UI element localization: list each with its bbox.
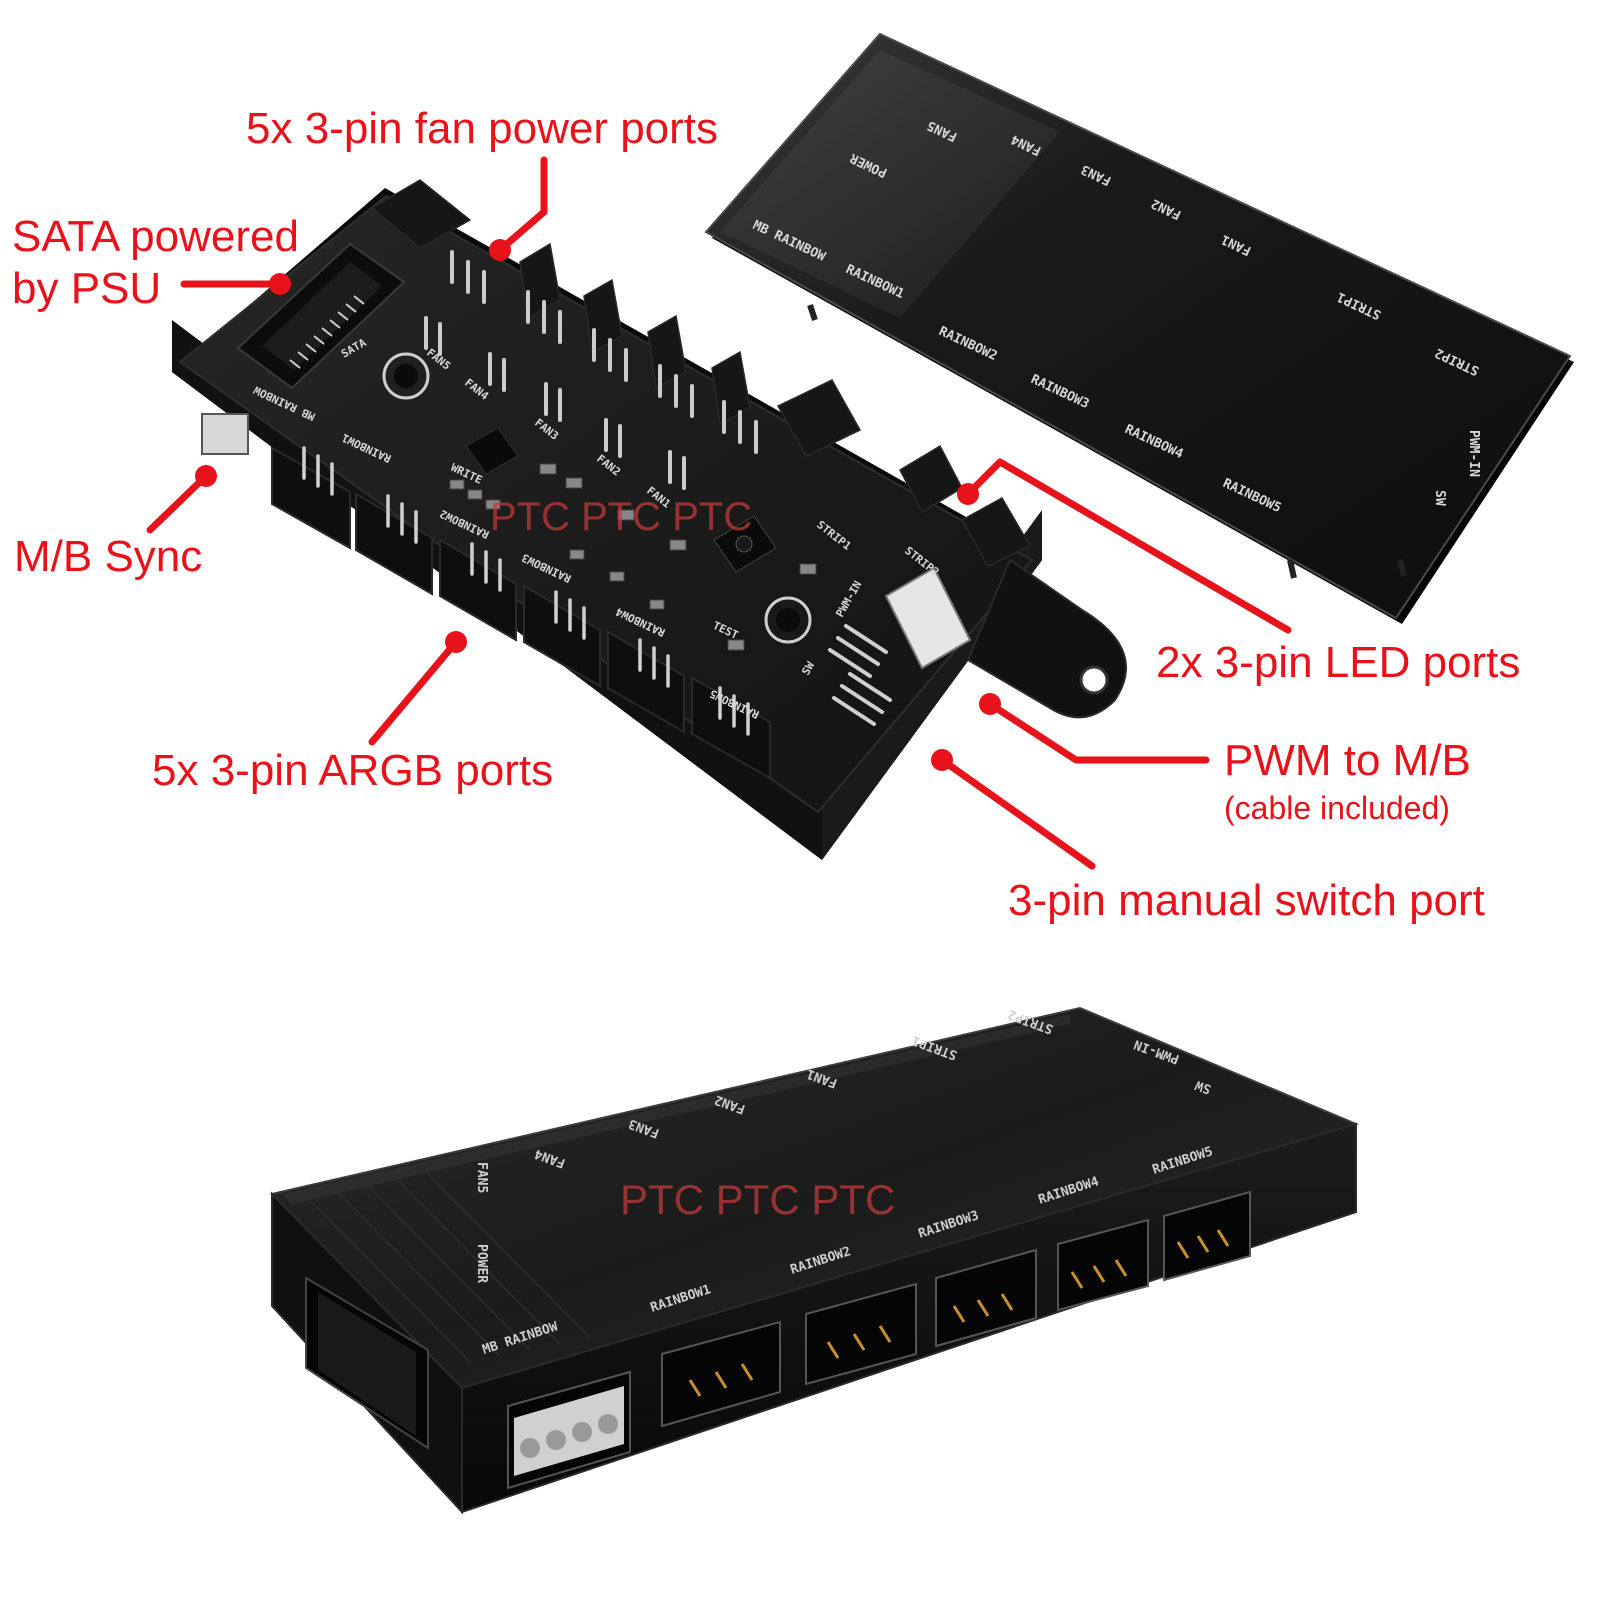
pcb-watermark: PTC PTC PTC [490,495,752,539]
leader-dots [195,239,1001,771]
pcb-label-sw: SW [799,659,817,677]
lid-label-sw: SW [1432,490,1447,506]
pwm-cable-plug [884,566,972,670]
box-watermark: PTC PTC PTC [620,1176,895,1223]
fan-header-pins [424,250,758,490]
argb-header-pins [302,446,750,736]
leader-led [964,458,1292,634]
leader-pwm [986,700,1210,764]
hub-board: SATA FAN5 FAN4 FAN3 FAN2 FAN1 WRITE MB R… [172,179,1127,860]
hub-closed: FAN5 POWER FAN4 FAN3 FAN2 FAN1 STRIP1 ST… [270,1006,1359,1515]
callout-switch: 3-pin manual switch port [1008,876,1485,925]
mounting-tab [966,558,1127,719]
sata-connector [236,242,406,390]
callout-sata-line2: by PSU [12,264,162,313]
argb-port-pins [688,1229,1230,1397]
leader-switch [938,756,1096,870]
leader-lines [146,156,1292,870]
box-label-fan5: FAN5 [474,1162,489,1193]
leader-argb [368,638,460,746]
box-label-sw: SW [1193,1077,1213,1097]
leader-mb-sync [146,472,210,534]
callout-argb: 5x 3-pin ARGB ports [152,746,554,795]
pcb-components [382,352,817,651]
callout-pwm-note: (cable included) [1224,790,1450,826]
sata-port [305,1276,429,1450]
callout-led: 2x 3-pin LED ports [1156,638,1521,687]
mb-sync-socket [201,413,249,455]
hub-cover: FAN5 FAN4 FAN3 FAN2 FAN1 POWER STRIP1 ST… [704,32,1574,624]
callout-sata-line1: SATA powered [12,212,299,261]
callout-fan-power: 5x 3-pin fan power ports [246,104,719,153]
argb-ports [661,1190,1251,1428]
mb-sync-port [507,1370,631,1490]
pwm-switch-pins [828,624,892,726]
leader-fan-power [496,156,548,254]
lid-label-pwm-in: PWM-IN [1466,430,1481,477]
sata-pins [289,295,365,369]
callout-pwm: PWM to M/B [1224,736,1471,785]
box-label-power: POWER [474,1244,489,1283]
callout-mb-sync: M/B Sync [14,532,203,581]
